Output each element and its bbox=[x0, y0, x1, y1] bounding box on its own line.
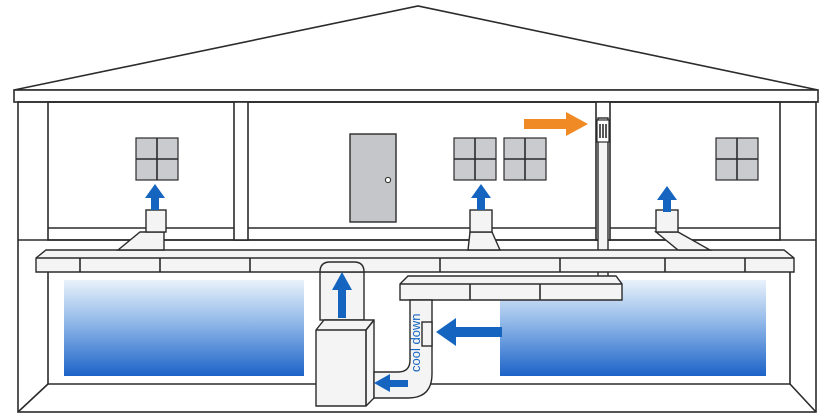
return-inlet bbox=[421, 321, 433, 347]
arrow-up-icon bbox=[332, 272, 352, 318]
arrow-left-icon bbox=[374, 374, 408, 392]
roof bbox=[13, 5, 819, 103]
water-tank-left bbox=[64, 280, 304, 376]
window-4 bbox=[715, 137, 759, 181]
return-plenum bbox=[399, 275, 623, 301]
cool-down-label: cool down bbox=[408, 313, 423, 372]
arrow-up-icon bbox=[145, 184, 165, 210]
arrow-left-icon bbox=[436, 318, 502, 346]
partition-wall-left bbox=[233, 101, 249, 241]
supply-branch-left bbox=[116, 209, 167, 251]
arrow-up-icon bbox=[471, 184, 491, 210]
furnace-unit bbox=[315, 319, 375, 407]
arrow-up-icon bbox=[657, 186, 677, 212]
arrow-right-icon bbox=[524, 112, 588, 136]
window-1 bbox=[135, 137, 179, 181]
window-3 bbox=[503, 137, 547, 181]
supply-branch-middle bbox=[467, 209, 502, 251]
supply-trunk bbox=[35, 249, 795, 273]
return-elbow bbox=[373, 299, 433, 399]
window-2 bbox=[453, 137, 497, 181]
door bbox=[349, 133, 397, 223]
supply-branch-right bbox=[654, 209, 713, 251]
